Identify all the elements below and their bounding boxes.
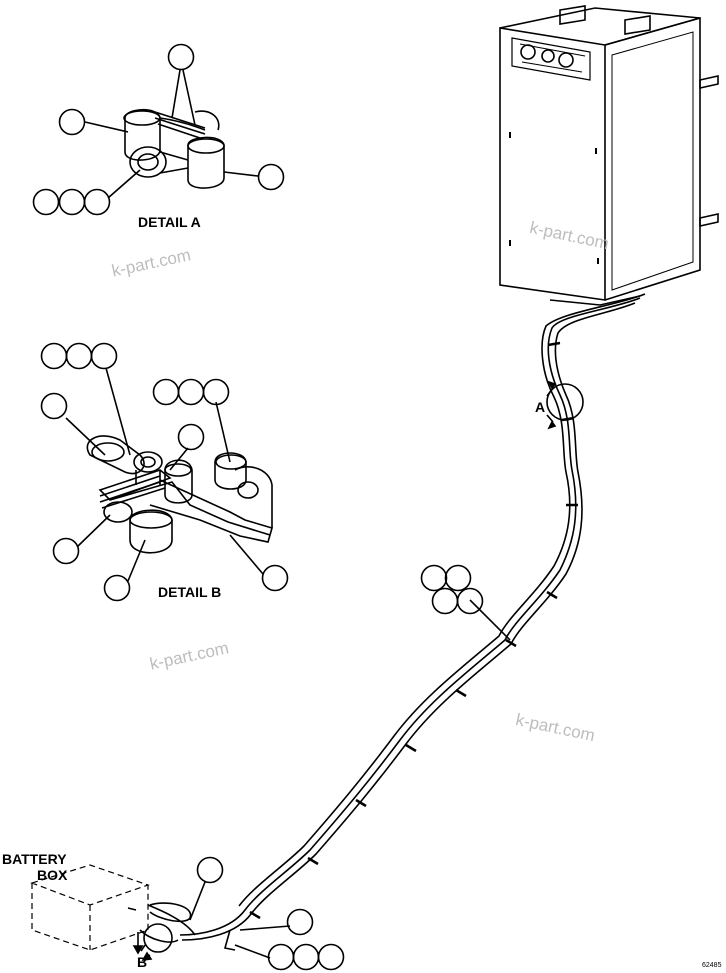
control-cabinet	[499, 5, 719, 306]
detail-a-clamp-assembly	[32, 43, 285, 216]
battery-box-outline	[30, 864, 150, 951]
detail-b-clamp-assembly	[40, 342, 289, 602]
view-b-label: B	[137, 954, 148, 970]
figure-number: 62485	[702, 962, 722, 969]
battery-box-label-line1: BATTERY	[2, 851, 67, 867]
cable-harness	[127, 293, 646, 971]
detail-a-label: DETAIL A	[138, 214, 201, 230]
view-a-label: A	[535, 399, 546, 415]
detail-b-label: DETAIL B	[158, 584, 222, 600]
battery-box-label-line2: BOX	[37, 867, 68, 883]
